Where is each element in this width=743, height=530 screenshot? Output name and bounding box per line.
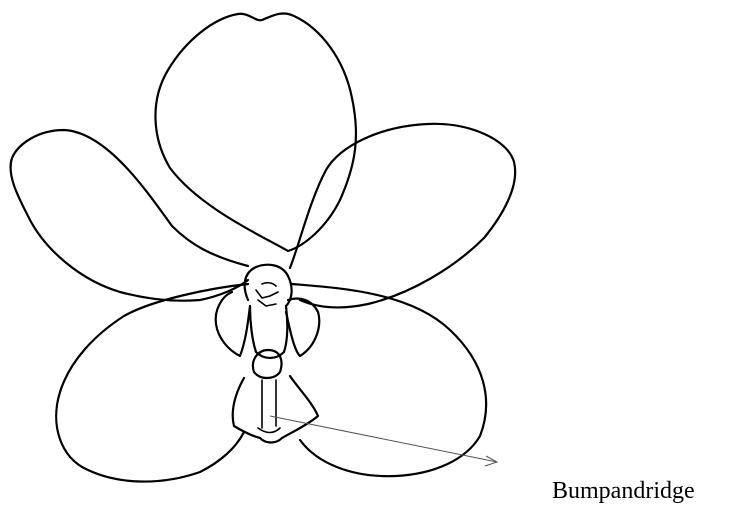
- left-side-lobe: [216, 292, 250, 356]
- callus-bump: [253, 350, 282, 378]
- column-face-detail: [256, 283, 278, 306]
- dorsal-sepal: [155, 13, 356, 251]
- pointer-line: [270, 416, 497, 462]
- right-petal: [290, 124, 515, 308]
- annotation-label: Bumpandridge: [552, 478, 695, 505]
- column-head: [245, 265, 292, 306]
- right-lower-sepal: [292, 284, 486, 476]
- lip-ridge: [258, 380, 280, 433]
- left-petal: [11, 130, 248, 301]
- right-side-lobe: [286, 299, 319, 357]
- left-lower-sepal: [56, 284, 248, 482]
